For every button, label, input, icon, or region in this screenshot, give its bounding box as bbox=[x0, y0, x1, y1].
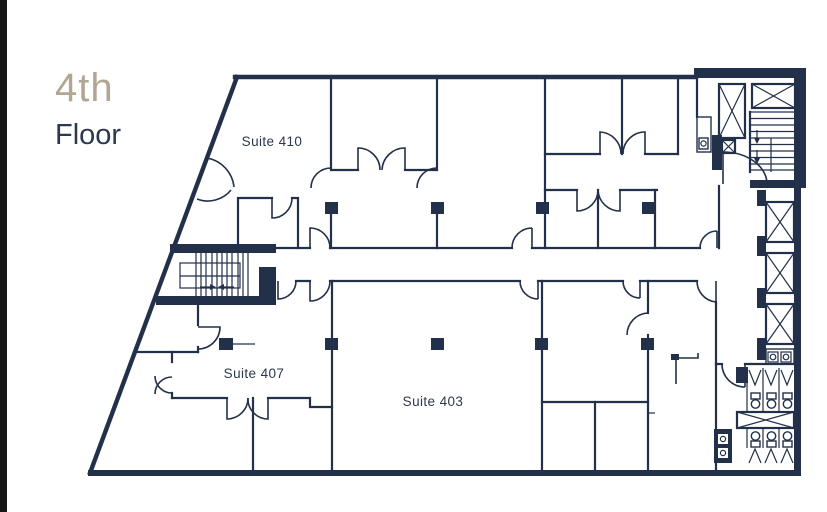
stair-direction-arrows bbox=[200, 284, 234, 290]
core-stair bbox=[748, 110, 794, 174]
kitchen-counter bbox=[675, 353, 699, 384]
suite-labels: Suite 410 Suite 407 Suite 403 bbox=[224, 134, 464, 409]
structural-columns bbox=[219, 202, 655, 350]
suite-407-label: Suite 407 bbox=[224, 366, 285, 381]
drinking-fountain bbox=[698, 137, 709, 150]
stair-treads bbox=[179, 253, 249, 296]
suite-403-label: Suite 403 bbox=[403, 394, 464, 409]
corridor-doors bbox=[277, 227, 718, 303]
elevator-3 bbox=[764, 302, 796, 346]
east-elevator-bank bbox=[757, 190, 796, 365]
lobby-sink-counter bbox=[765, 348, 795, 365]
elevator-2 bbox=[764, 251, 796, 295]
south-partitions bbox=[133, 279, 718, 475]
northeast-core bbox=[695, 76, 797, 185]
floor-word: Floor bbox=[55, 119, 122, 151]
north-partitions bbox=[196, 75, 680, 250]
outer-walls bbox=[87, 68, 806, 476]
service-elevator bbox=[717, 82, 747, 140]
suite-410-label: Suite 410 bbox=[242, 134, 303, 149]
toilets-south bbox=[750, 431, 793, 448]
elevator-1 bbox=[764, 200, 796, 244]
dumbwaiter-box bbox=[720, 138, 737, 155]
plumbing-chase bbox=[735, 410, 796, 430]
floor-title: 4th Floor bbox=[55, 68, 121, 150]
restrooms bbox=[714, 362, 796, 464]
restroom-sink-counter bbox=[714, 429, 732, 463]
toilets-north bbox=[750, 392, 793, 409]
core-shaft bbox=[750, 82, 797, 110]
page-edge-bar bbox=[0, 0, 7, 512]
west-stairwell bbox=[156, 244, 276, 305]
main-corridor-walls bbox=[274, 184, 721, 283]
lobby-door bbox=[722, 151, 768, 185]
floor-number: 4th bbox=[55, 66, 114, 110]
